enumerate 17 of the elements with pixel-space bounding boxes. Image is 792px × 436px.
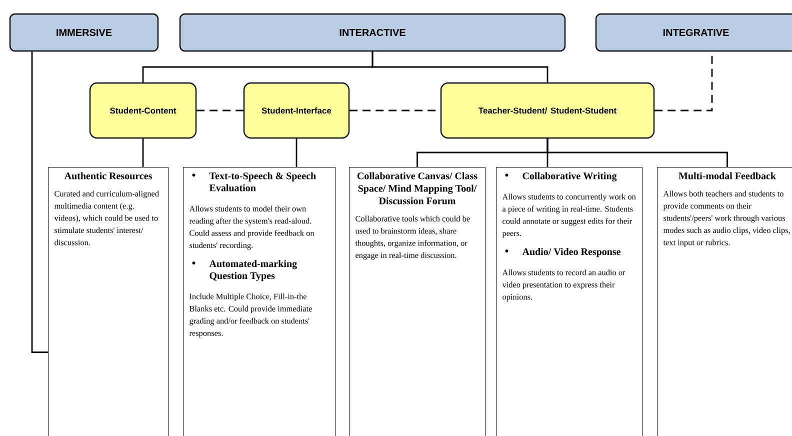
interaction-box: Student-Interface [243, 82, 350, 139]
tool-card: Collaborative Canvas/ Class Space/ Mind Mapping Tool/ Discussion Forum Collaborative tools which could be used to brainstorm ideas, share thoughts, organize information, or engage in real-time discussion. [349, 167, 486, 436]
interaction-box: Teacher-Student/ Student-Student [440, 82, 655, 139]
connector-line [372, 52, 548, 82]
tool-card: Text-to-Speech & Speech Evaluation Allows students to model their own reading after the system's read-aloud. Could assess and provide feedback on students' recording. Automated-marking Question Types Include Multiple Choice, Fill-in-the Blanks etc. Could provide immediate grading and/or feedback on students' responses. [183, 167, 336, 436]
connector-line [142, 138, 144, 167]
category-box: IMMERSIVE [9, 13, 159, 52]
connector-line [196, 110, 244, 112]
category-box: INTERACTIVE [179, 13, 566, 52]
connector-line [546, 138, 728, 167]
interaction-box: Student-Content [89, 82, 197, 139]
tool-card: Authentic Resources Curated and curriculum-aligned multimedia content (e.g. videos), which could be used to stimulate students' interest/ discussion. [48, 167, 168, 436]
connector-line [31, 52, 48, 353]
connector-line [296, 138, 298, 167]
tool-card: Multi-modal Feedback Allows both teachers and students to provide comments on their students'/peers' work through various modes such as audio clips, video clips, text input or rubrics. [657, 167, 792, 436]
category-box: INTEGRATIVE [595, 13, 792, 52]
tool-card: Collaborative Writing Allows students to concurrently work on a piece of writing in real-time. Students could annotate or suggest edits for their peers. Audio/ Video Response Allows students to record an audio or video presentation to express their opinions. [496, 167, 642, 436]
